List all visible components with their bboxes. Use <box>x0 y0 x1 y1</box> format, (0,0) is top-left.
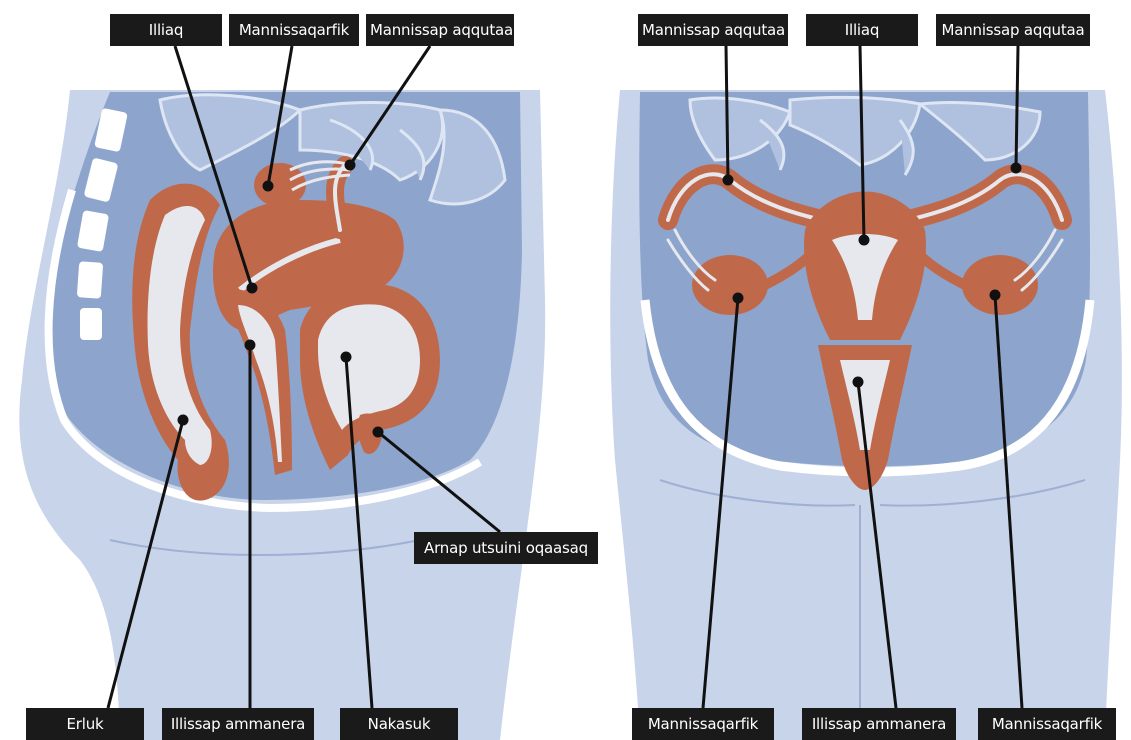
leader-line <box>1016 46 1018 168</box>
label-side-illiaq: Illiaq <box>110 14 222 46</box>
label-front-illiaq: Illiaq <box>806 14 918 46</box>
label-side-mannissaqarfik: Mannissaqarfik <box>229 14 359 46</box>
front-view <box>610 90 1122 740</box>
leader-dot <box>346 161 354 169</box>
leader-dot <box>734 294 742 302</box>
leader-dot <box>246 341 254 349</box>
leader-dot <box>854 378 862 386</box>
leader-dot <box>991 291 999 299</box>
leader-dot <box>860 236 868 244</box>
label-front-mannissap-aqqutaa-left: Mannissap aqqutaa <box>638 14 788 46</box>
label-front-mannissaqarfik-right: Mannissaqarfik <box>978 708 1116 740</box>
leader-dot <box>1012 164 1020 172</box>
side-view <box>19 90 545 740</box>
label-side-erluk: Erluk <box>26 708 144 740</box>
leader-dot <box>724 176 732 184</box>
label-side-illissap-ammanera: Illissap ammanera <box>162 708 314 740</box>
leader-dot <box>179 416 187 424</box>
label-side-mannissap-aqqutaa: Mannissap aqqutaa <box>366 14 514 46</box>
label-front-mannissaqarfik-left: Mannissaqarfik <box>632 708 774 740</box>
label-front-mannissap-aqqutaa-right: Mannissap aqqutaa <box>936 14 1090 46</box>
leader-dot <box>374 428 382 436</box>
leader-dot <box>264 182 272 190</box>
leader-line <box>726 46 728 180</box>
leader-dot <box>342 353 350 361</box>
label-front-illissap-ammanera: Illissap ammanera <box>802 708 956 740</box>
label-side-arnap-utsuini-oqaasaq: Arnap utsuini oqaasaq <box>414 532 598 564</box>
label-side-nakasuk: Nakasuk <box>340 708 458 740</box>
leader-dot <box>248 284 256 292</box>
